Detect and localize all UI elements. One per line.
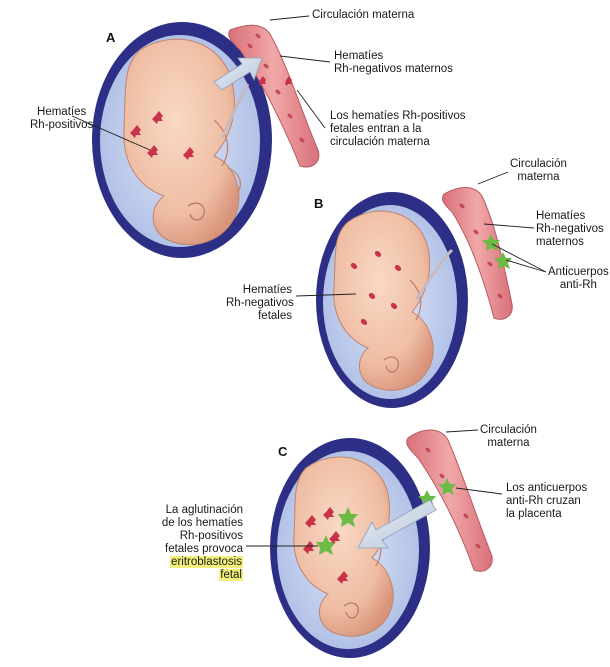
label-a-fetal-rbc: Hematíes Rh-positivos bbox=[30, 106, 93, 132]
label-b-maternal-rbc: Hematíes Rh-negativos maternos bbox=[536, 210, 604, 249]
label-c-maternal-circulation: Circulación materna bbox=[480, 424, 537, 450]
label-b-antibodies: Anticuerpos anti-Rh bbox=[548, 266, 609, 292]
panel-c-letter: C bbox=[278, 444, 287, 459]
panel-c bbox=[246, 430, 502, 658]
panel-b bbox=[296, 172, 546, 408]
erythroblastosis-highlight: eritroblastosis bbox=[170, 556, 243, 568]
panel-a-letter: A bbox=[106, 30, 115, 45]
label-a-maternal-rbc: Hematíes Rh-negativos maternos bbox=[334, 50, 453, 76]
fetal-highlight: fetal bbox=[219, 569, 243, 581]
label-c-antibodies-cross: Los anticuerpos anti-Rh cruzan la placen… bbox=[506, 482, 587, 521]
label-b-maternal-circulation: Circulación materna bbox=[510, 158, 567, 184]
label-c-agglutination: La aglutinación de los hematíes Rh-posit… bbox=[140, 504, 243, 582]
panel-b-letter: B bbox=[314, 196, 323, 211]
panel-a bbox=[72, 16, 330, 258]
label-a-rbc-entry: Los hematíes Rh-positivos fetales entran… bbox=[330, 110, 466, 149]
label-b-fetal-rbc: Hematíes Rh-negativos fetales bbox=[226, 284, 292, 323]
label-a-maternal-circulation: Circulación materna bbox=[312, 9, 414, 22]
